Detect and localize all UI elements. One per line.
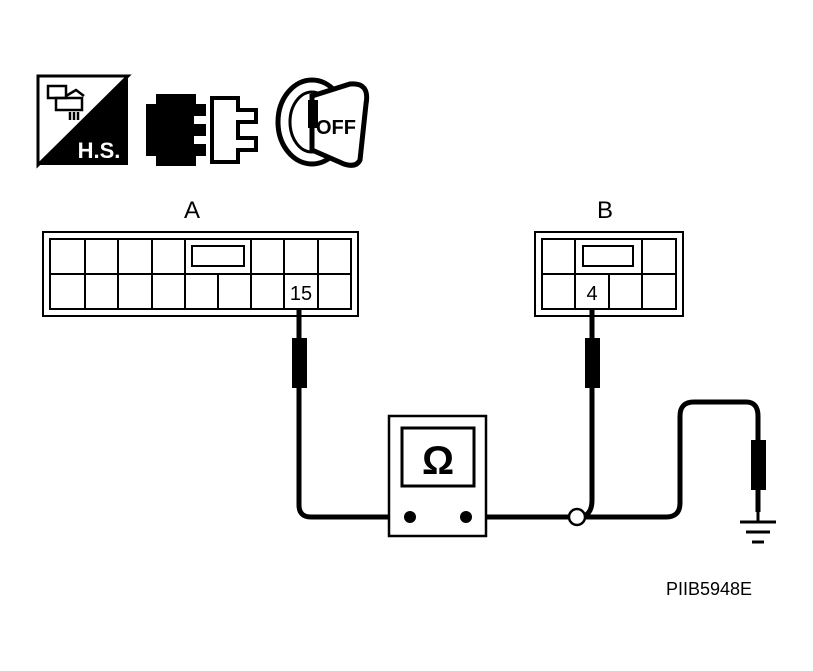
- connector-b: B 4: [534, 197, 684, 317]
- ignition-off-text: OFF: [316, 117, 356, 139]
- connector-a-label: A: [184, 197, 200, 224]
- probe-lead-a: [296, 310, 410, 520]
- ground-probe: [751, 440, 766, 490]
- ground-icon: [740, 490, 776, 544]
- meter-terminal-right: [460, 511, 472, 523]
- ohm-symbol: Ω: [422, 439, 454, 483]
- wire-junction: [567, 507, 587, 527]
- connector-b-label: B: [597, 197, 613, 224]
- ohmmeter: Ω: [387, 414, 488, 538]
- probe-a: [292, 338, 307, 388]
- ground-lead: [466, 399, 761, 520]
- harness-side-icon: H.S.: [36, 74, 132, 169]
- probe-b: [585, 338, 600, 388]
- harness-badge-text: H.S.: [78, 138, 121, 163]
- ignition-key-icon: OFF: [275, 77, 370, 168]
- connector-a-terminal: 15: [290, 283, 312, 305]
- connector-disconnect-icon: [146, 94, 258, 166]
- connector-a: A 15: [42, 197, 359, 317]
- connector-b-terminal: 4: [586, 283, 597, 305]
- figure-id: PIIB5948E: [666, 579, 752, 599]
- meter-terminal-left: [404, 511, 416, 523]
